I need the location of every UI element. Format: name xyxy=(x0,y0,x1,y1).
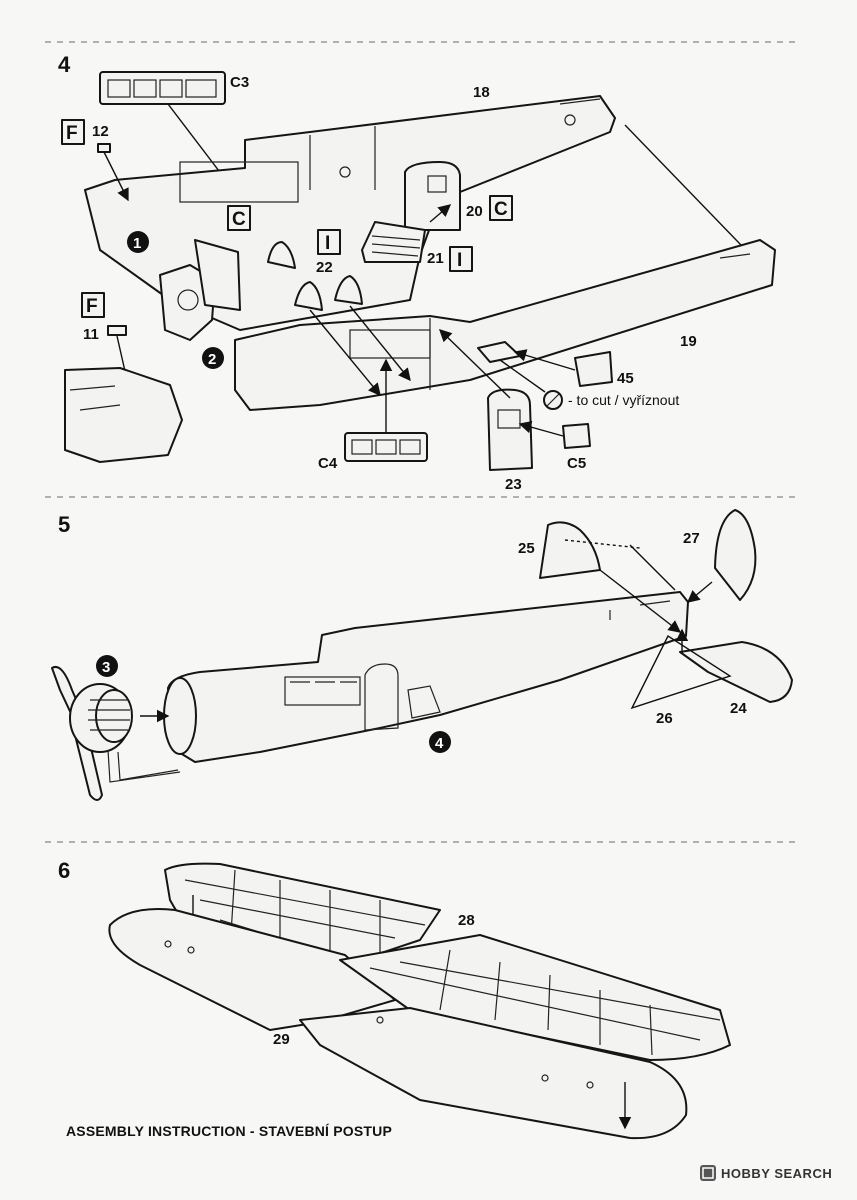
part-25-fin xyxy=(539,521,601,579)
part-c4-window-strip xyxy=(344,432,428,462)
part-c3-window-strip xyxy=(99,71,226,105)
label-12: 12 xyxy=(92,123,109,140)
label-26: 26 xyxy=(656,710,673,727)
marker-f-1: F xyxy=(66,123,78,144)
label-29: 29 xyxy=(273,1031,290,1048)
marker-c-2: C xyxy=(494,199,508,220)
assembled-fuselage xyxy=(163,591,689,763)
part-11 xyxy=(107,325,127,336)
step-number-5: 5 xyxy=(58,512,70,537)
callout-2-number: 2 xyxy=(208,351,216,368)
label-19: 19 xyxy=(680,333,697,350)
label-11: 11 xyxy=(83,326,99,343)
part-12 xyxy=(97,143,111,153)
callout-2 xyxy=(202,347,224,369)
footer-title: ASSEMBLY INSTRUCTION - STAVEBNÍ POSTUP xyxy=(66,1123,392,1139)
part-22-window-b xyxy=(334,275,363,305)
propeller-engine-assembly xyxy=(51,666,181,801)
marker-f-box-2 xyxy=(81,292,105,318)
marker-c-box-1 xyxy=(227,205,251,231)
label-23: 23 xyxy=(505,476,522,493)
step-number-6: 6 xyxy=(58,858,70,883)
marker-i-1: I xyxy=(325,233,330,254)
label-c5: C5 xyxy=(567,455,586,472)
label-24: 24 xyxy=(730,700,747,717)
label-28: 28 xyxy=(458,912,475,929)
marker-f-box-1 xyxy=(61,119,85,145)
marker-i-box-1 xyxy=(317,229,341,255)
detail-cockpit-view xyxy=(64,367,183,463)
part-29-lower-wing-right xyxy=(299,1007,688,1140)
callout-3 xyxy=(96,655,118,677)
part-window-c xyxy=(267,241,296,269)
label-c4: C4 xyxy=(318,455,338,472)
step-number-4: 4 xyxy=(58,52,71,77)
marker-f-2: F xyxy=(86,296,98,317)
label-21: 21 xyxy=(427,250,444,267)
label-45: 45 xyxy=(617,370,634,387)
marker-i-box-2 xyxy=(449,246,473,272)
part-c5 xyxy=(562,423,591,449)
label-18: 18 xyxy=(473,84,490,101)
callout-4-number: 4 xyxy=(435,735,444,752)
label-20: 20 xyxy=(466,203,483,220)
marker-i-2: I xyxy=(457,250,462,271)
part-19-fuselage-right xyxy=(234,239,776,411)
cut-note: - to cut / vyříznout xyxy=(568,392,679,408)
watermark-brand: HOBBY SEARCH xyxy=(721,1166,832,1181)
callout-3-number: 3 xyxy=(102,659,110,676)
wing-center-and-right xyxy=(339,934,731,1061)
part-23-door xyxy=(487,388,533,471)
part-27-rudder xyxy=(714,509,757,601)
part-26-strut xyxy=(630,634,732,710)
label-25: 25 xyxy=(518,540,535,557)
label-27: 27 xyxy=(683,530,700,547)
part-22-window-a xyxy=(294,281,323,311)
callout-1 xyxy=(127,231,149,253)
callout-1-number: 1 xyxy=(133,235,141,252)
part-45 xyxy=(574,351,613,387)
marker-c-box-2 xyxy=(489,195,513,221)
hobbysearch-logo-icon xyxy=(700,1165,716,1181)
part-24-stabilizer xyxy=(679,641,793,703)
part-instrument-panel xyxy=(194,239,241,311)
label-22: 22 xyxy=(316,259,333,276)
marker-c-1: C xyxy=(232,209,246,230)
callout-4 xyxy=(429,731,451,753)
label-c3: C3 xyxy=(230,74,249,91)
